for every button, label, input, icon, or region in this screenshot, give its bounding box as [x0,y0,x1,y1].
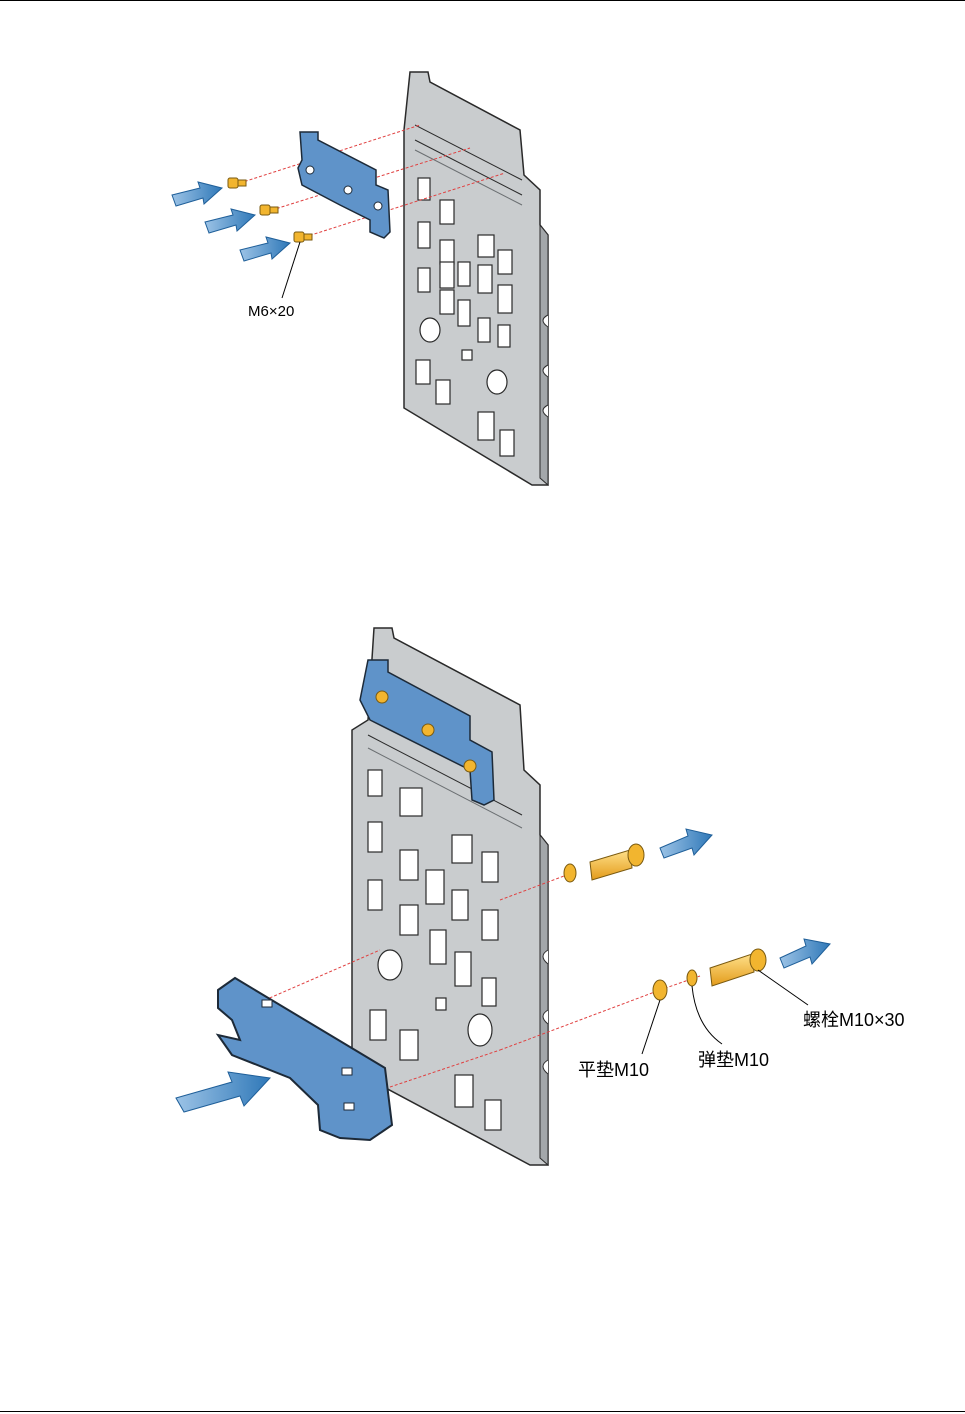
arrow-icon [240,237,290,261]
bottom-figure: 平垫M10 弹垫M10 螺栓M10×30 [176,628,905,1165]
arrow-icon [205,209,255,233]
bolt-label: 螺栓M10×30 [803,1010,905,1030]
lower-bolt-set [653,949,766,1000]
push-arrows-top [172,182,290,261]
spring-washer [687,970,697,986]
top-figure: M6×20 [172,72,548,485]
screw-set-top [228,178,312,242]
upper-bolt-set [564,844,644,882]
arrow-icon [172,182,222,206]
spring-washer-label: 弹垫M10 [698,1050,769,1070]
arrow-icon [660,829,712,858]
bolt [710,954,754,986]
screw-label: M6×20 [248,303,294,320]
arrow-icon [780,939,830,968]
flat-washer-label: 平垫M10 [578,1060,649,1080]
flat-washer [653,980,667,1000]
bracket-top [298,132,390,238]
mounting-plate-top [404,72,548,485]
base-arrow-icon [176,1072,270,1112]
